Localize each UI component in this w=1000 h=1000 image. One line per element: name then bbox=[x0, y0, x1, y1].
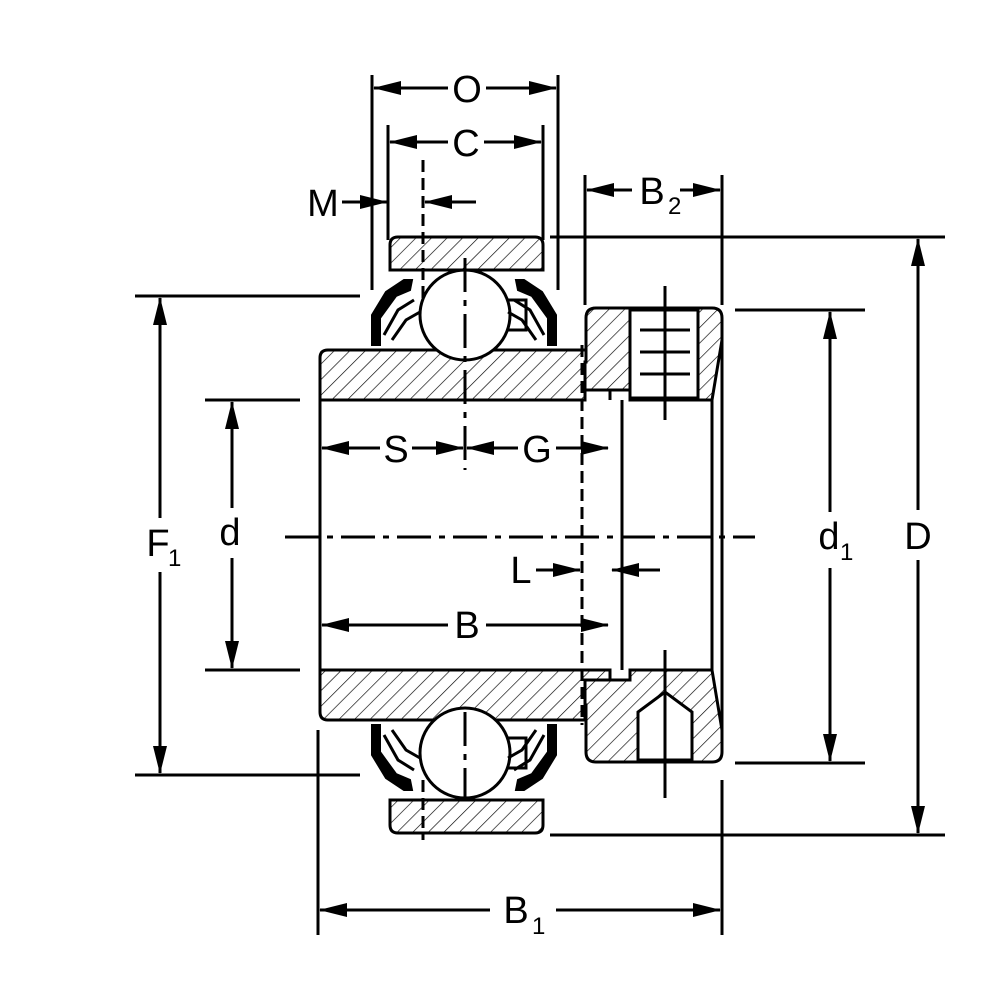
label-G: G bbox=[522, 429, 552, 471]
seals bbox=[371, 279, 557, 791]
label-F1: F bbox=[146, 523, 169, 565]
label-d1-subscript: 1 bbox=[840, 539, 853, 566]
label-B: B bbox=[454, 605, 479, 647]
outer-ring-top bbox=[388, 235, 545, 272]
dimension-lines bbox=[153, 81, 925, 917]
label-d1: d bbox=[818, 516, 839, 558]
locking-collar bbox=[583, 286, 724, 798]
extension-lines bbox=[135, 75, 945, 935]
label-S: S bbox=[383, 429, 408, 471]
label-L: L bbox=[510, 550, 531, 592]
label-d: d bbox=[219, 512, 240, 554]
label-B2-subscript: 2 bbox=[668, 193, 681, 220]
label-D: D bbox=[904, 516, 931, 558]
label-O: O bbox=[452, 69, 482, 111]
label-B2: B bbox=[639, 171, 664, 213]
label-B1-subscript: 1 bbox=[532, 913, 545, 940]
label-B1: B bbox=[503, 890, 528, 932]
label-C: C bbox=[452, 123, 479, 165]
label-M: M bbox=[307, 183, 339, 225]
label-F1-subscript: 1 bbox=[168, 545, 181, 572]
center-lines bbox=[285, 160, 755, 840]
ball-top bbox=[418, 268, 528, 362]
outer-ring-bottom bbox=[388, 798, 545, 835]
